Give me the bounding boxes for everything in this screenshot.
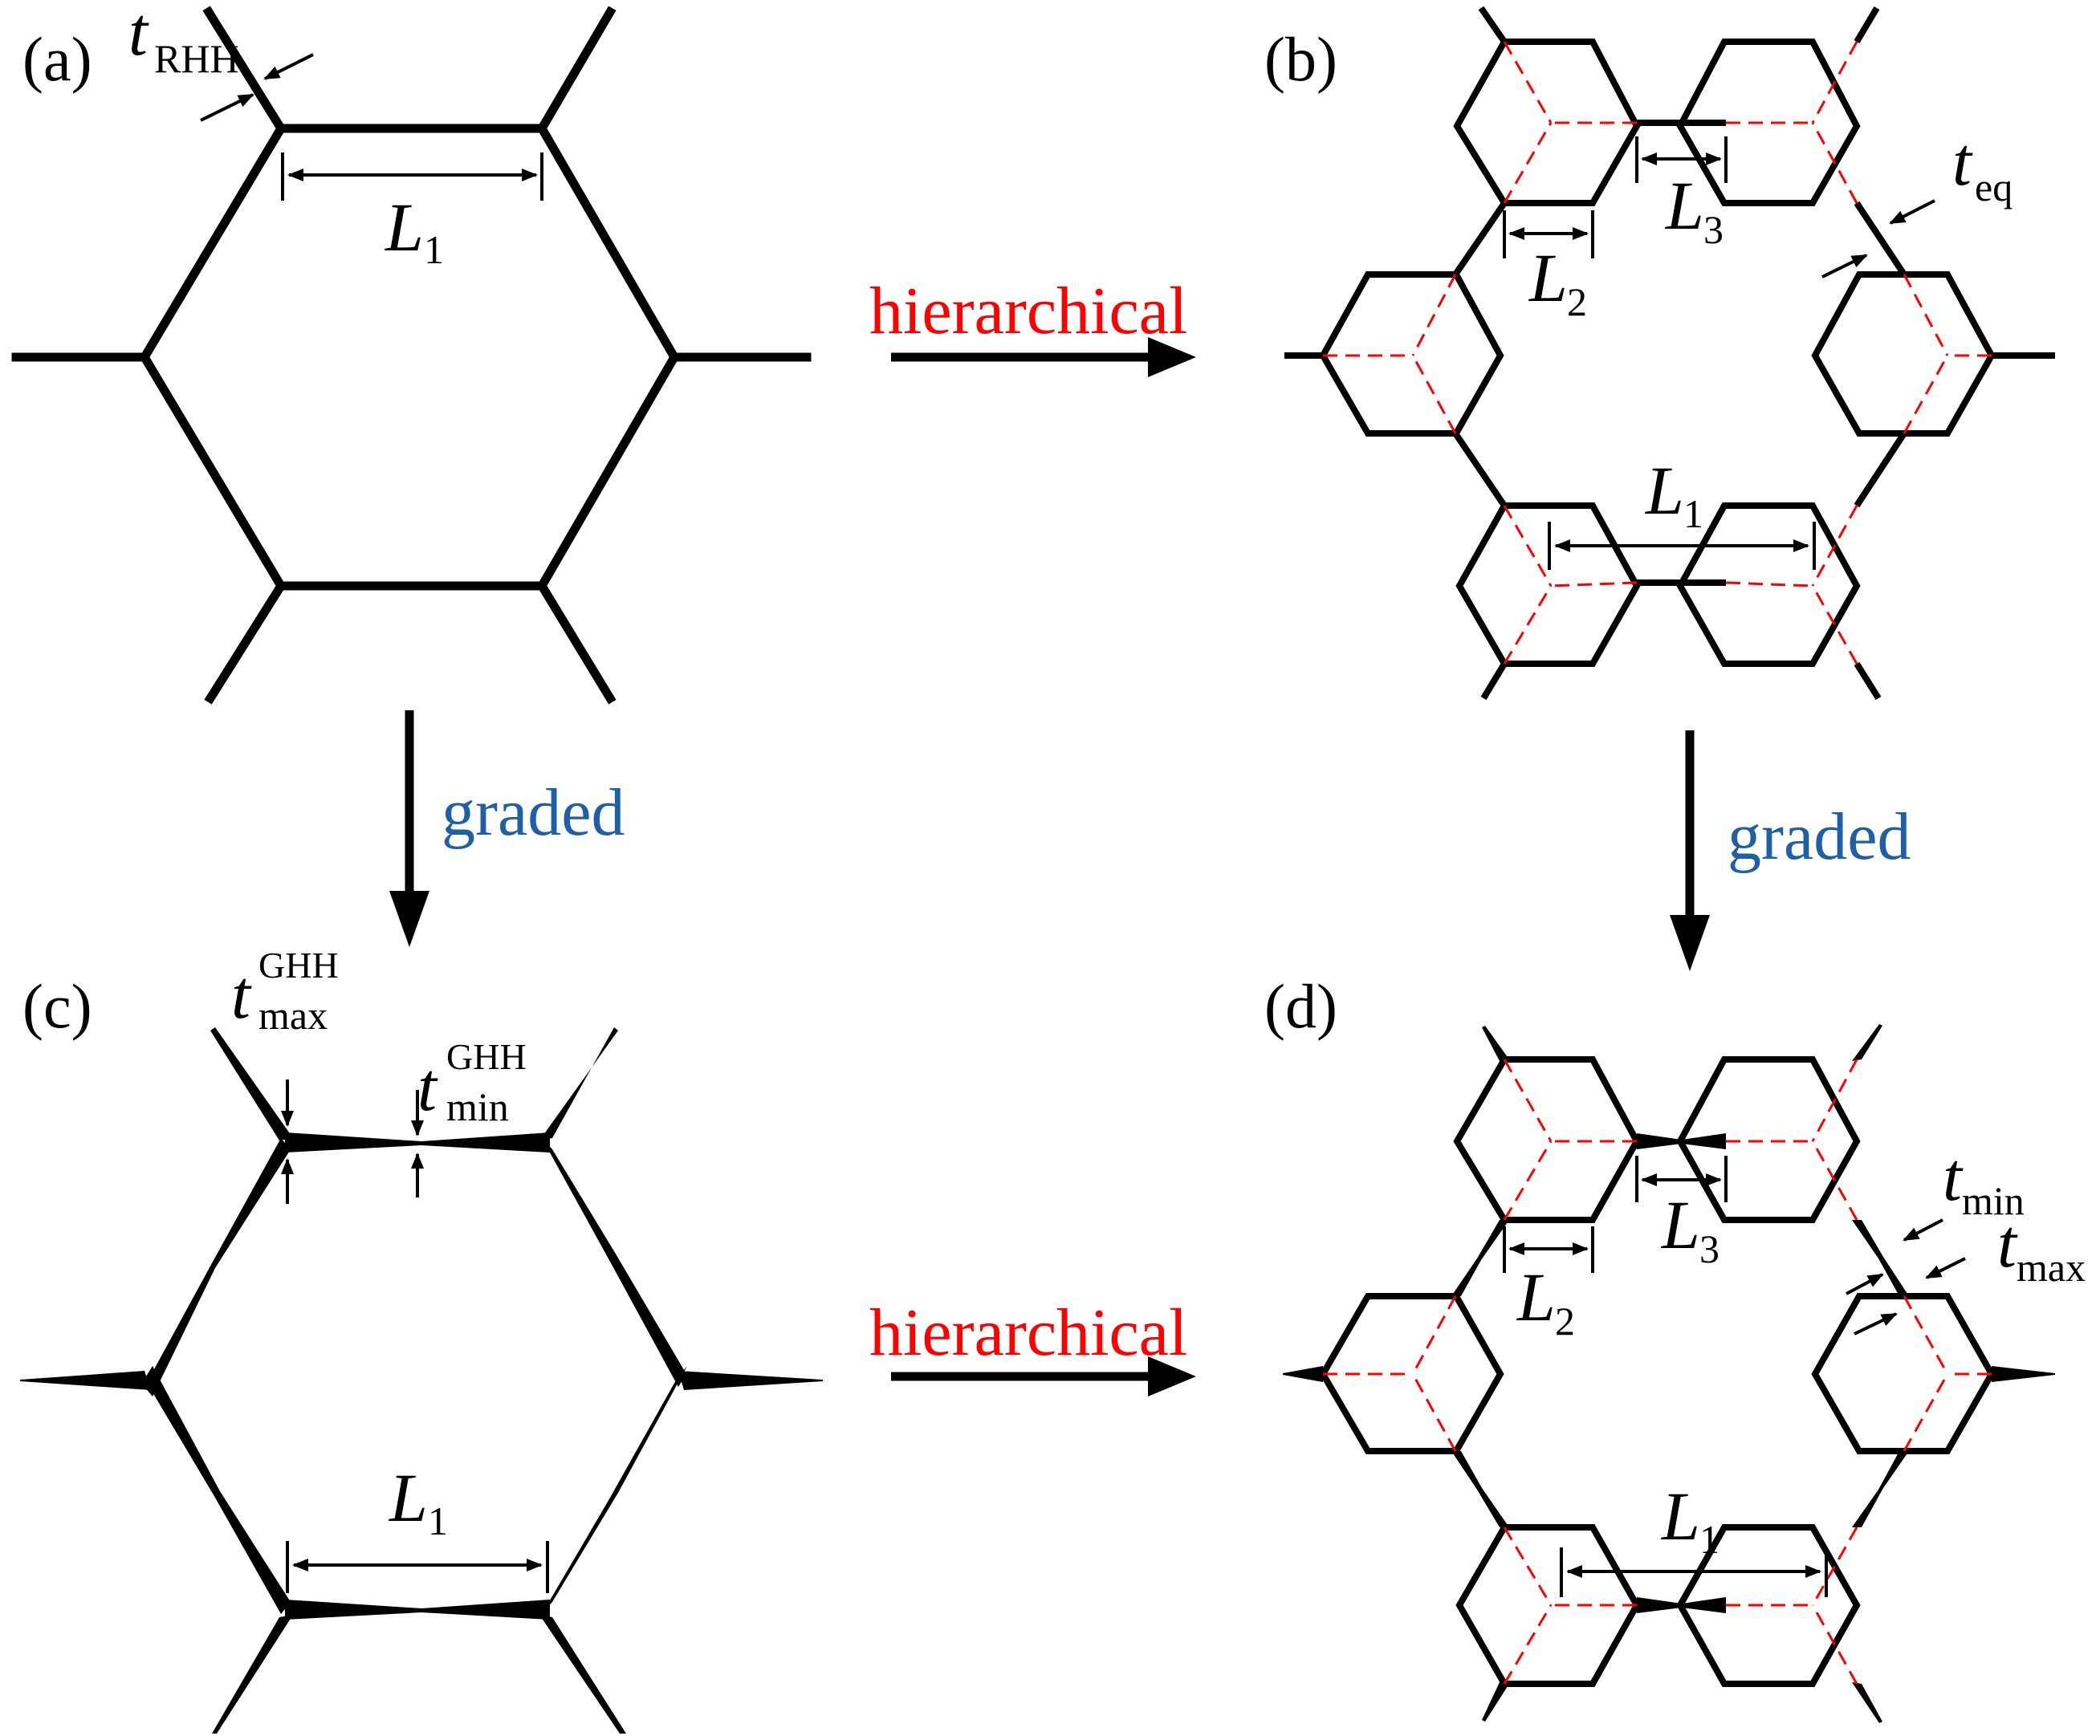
panel-label-b: (b)	[1264, 24, 1337, 94]
hierarchical-label-bottom: hierarchical	[869, 1295, 1187, 1370]
panel-d-l3-subscript: 3	[1699, 1226, 1719, 1271]
panel-d-graded-struts	[1283, 1024, 2055, 1723]
panel-d-l3-label: L	[1660, 1186, 1700, 1263]
t-min-subscript: min	[1962, 1178, 2025, 1223]
panel-c-thickness-arrows	[281, 1079, 424, 1204]
t-min-ghh-superscript: GHH	[446, 1036, 527, 1077]
t-max-label: t	[1997, 1205, 2018, 1282]
t-max-ghh-label: t	[231, 956, 252, 1033]
hierarchical-label-top: hierarchical	[869, 274, 1187, 348]
panel-b-l3-label: L	[1664, 167, 1704, 244]
panel-d-dimensions	[1503, 1156, 1966, 1597]
t-max-ghh-subscript: max	[258, 993, 328, 1038]
panel-c-l1-label: L	[388, 1459, 428, 1536]
t-rhh-label: t	[128, 0, 149, 70]
panel-d-l2-subscript: 2	[1555, 1299, 1575, 1344]
graded-label-right: graded	[1728, 799, 1911, 874]
panel-a-thickness-arrows	[200, 53, 314, 122]
panel-a-l1-dimension	[281, 152, 543, 201]
hierarchical-arrow-top	[891, 337, 1196, 377]
panel-label-a: (a)	[22, 24, 92, 94]
panel-b-l2-label: L	[1528, 239, 1568, 316]
panel-a-regular-hexagon	[11, 6, 812, 705]
graded-arrow-right	[1670, 730, 1710, 971]
graded-label-left: graded	[442, 775, 625, 850]
panel-d-hierarchical-graded-lattice	[1283, 1024, 2055, 1723]
t-max-subscript: max	[2017, 1245, 2086, 1290]
panel-d-l1-subscript: 1	[1699, 1517, 1719, 1562]
t-min-ghh-subscript: min	[446, 1084, 509, 1129]
t-eq-label: t	[1952, 123, 1973, 200]
panel-c-l1-subscript: 1	[428, 1498, 448, 1543]
panel-label-d: (d)	[1264, 971, 1337, 1041]
panel-a-l1-label: L	[384, 189, 424, 266]
panel-b-l2-subscript: 2	[1567, 279, 1587, 324]
panel-b-l1-subscript: 1	[1683, 491, 1703, 536]
t-rhh-subscript: RHH	[154, 36, 239, 81]
panel-label-c: (c)	[22, 971, 92, 1041]
panel-c-graded-hexagon	[20, 1027, 823, 1734]
panel-c-l1-dimension	[286, 1541, 549, 1593]
panel-d-l2-label: L	[1516, 1258, 1556, 1336]
panel-d-sub-hexagons	[1319, 1056, 1996, 1687]
panel-b-red-dashed-skeleton	[1323, 41, 1992, 665]
t-min-ghh-label: t	[417, 1048, 438, 1125]
graded-arrow-left	[389, 710, 429, 947]
panel-b-hierarchical-lattice	[1284, 6, 2055, 701]
panel-d-red-dashed-skeleton	[1323, 1059, 1992, 1685]
panel-b-sub-hexagons	[1319, 39, 1996, 667]
panel-d-l1-label: L	[1660, 1478, 1700, 1555]
panel-b-l3-subscript: 3	[1703, 207, 1724, 252]
panel-b-l1-label: L	[1644, 452, 1684, 529]
t-eq-subscript: eq	[1975, 165, 2012, 209]
panel-b-connecting-struts	[1284, 6, 2055, 701]
t-min-label: t	[1943, 1138, 1964, 1215]
hierarchical-arrow-bottom	[891, 1356, 1196, 1397]
t-max-ghh-superscript: GHH	[258, 945, 339, 986]
panel-a-l1-subscript: 1	[424, 227, 444, 272]
panel-b-dimensions	[1503, 136, 1935, 570]
